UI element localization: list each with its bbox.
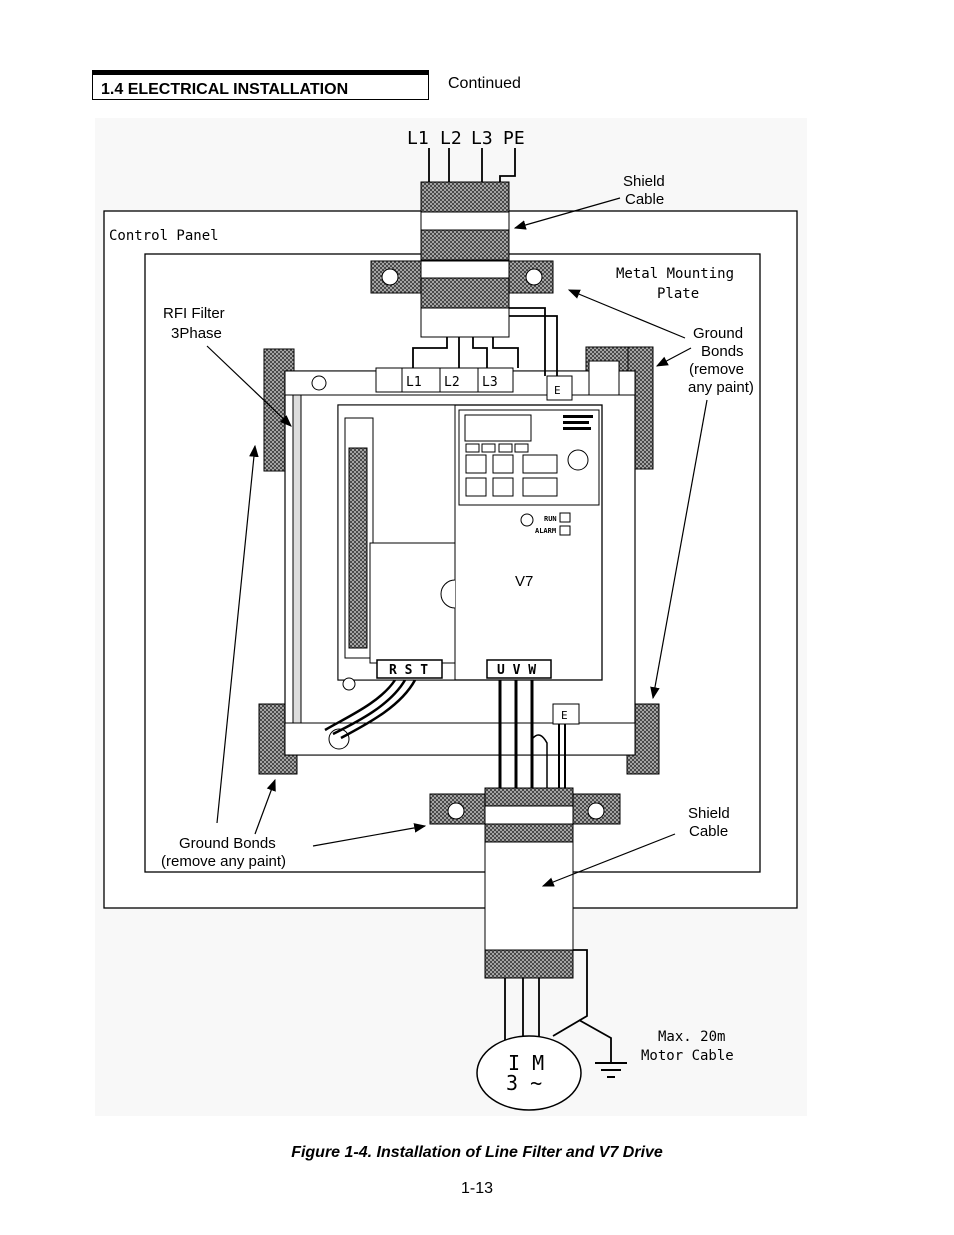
filter-terminal-l2: L2 [444,375,460,390]
motor-cable-line1: Max. 20m [658,1029,725,1045]
frequency-knob [567,449,589,471]
shield-cable-bottom-line2: Cable [689,823,728,840]
supply-l2: L2 [440,128,462,149]
ground-bonds-bottom-line1: Ground Bonds [179,835,276,852]
section-header: 1.4 ELECTRICAL INSTALLATION [92,70,429,100]
input-terminal-label: R S T [389,663,428,678]
run-led [559,512,571,523]
filter-earth-terminal [546,375,573,401]
ground-bonds-right-line2: Bonds [701,343,744,360]
key-button [522,477,558,497]
key-button [465,454,487,474]
input-terminal-block [376,659,443,679]
motor-cable-line2: Motor Cable [641,1048,734,1064]
key-button [522,454,558,474]
motor-shield-cable [484,787,574,979]
alarm-led [559,525,571,536]
supply-pe: PE [503,128,525,149]
key-button [465,477,487,497]
filter-terminal-l1: L1 [406,375,422,390]
ground-bonds-right-line1: Ground [693,325,743,342]
shield-cable-top-line2: Cable [625,191,664,208]
rfi-filter-line1: RFI Filter [163,305,225,322]
rfi-filter-line2: 3Phase [171,325,222,342]
output-terminal-block [486,659,552,679]
page-number: 1-13 [460,1180,494,1197]
motor-label-phase: 3 ~ [506,1071,542,1095]
mounting-hole [311,375,327,391]
figure-caption: Figure 1-4. Installation of Line Filter … [291,1144,663,1161]
ground-bonds-right-line3: (remove [689,361,744,378]
key-button [492,454,514,474]
filter-terminal-block [375,367,514,393]
mounting-plate-line1: Metal Mounting [616,266,734,282]
alarm-indicator-label: ALARM [535,527,556,535]
heatsink [348,447,368,649]
motor-label-im: I M [508,1051,544,1075]
filter-earth-label: E [554,384,561,397]
section-title: 1.4 ELECTRICAL INSTALLATION [101,81,349,98]
installation-figure: L1 L2 L3 E RUN ALARM V7 R S T U V W E L1 [95,118,807,1121]
drive-earth-label: E [561,709,568,722]
wiring-diagram: L1 L2 L3 E RUN ALARM V7 R S T U V W E L1 [95,118,807,1116]
mounting-plate-line2: Plate [657,286,699,302]
motor [476,1035,582,1111]
key-button [492,477,514,497]
drive-model-label: V7 [515,573,533,590]
filter-terminal-l3: L3 [482,375,498,390]
ground-bonds-right-line4: any paint) [688,379,754,396]
supply-l3: L3 [471,128,493,149]
shield-cable-bottom-line1: Shield [688,805,730,822]
output-terminal-label: U V W [497,663,536,678]
ground-bonds-bottom-line2: (remove any paint) [161,853,286,870]
control-panel-label: Control Panel [109,228,219,244]
run-indicator-label: RUN [544,515,557,523]
display [464,414,532,442]
continued-label: Continued [448,75,521,92]
supply-l1: L1 [407,128,429,149]
shield-cable-top-line1: Shield [623,173,665,190]
